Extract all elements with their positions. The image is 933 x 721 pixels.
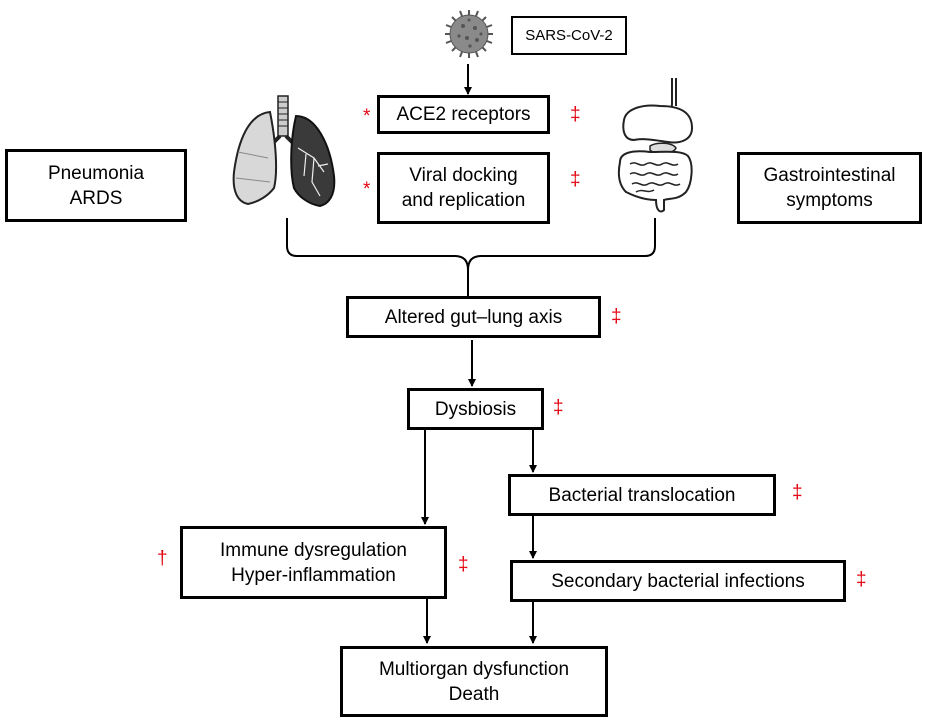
node-altered-gut-lung-axis: Altered gut–lung axis	[346, 296, 601, 338]
ace2-left-mark: *	[363, 106, 371, 127]
lungs-icon	[232, 95, 336, 208]
digestive-system-icon	[617, 78, 694, 213]
gutlung-right-mark: ‡	[611, 306, 622, 327]
node-text-line-2: and replication	[401, 190, 526, 211]
node-text-line-1: Multiorgan dysfunction	[378, 658, 570, 680]
node-text-line-2: symptoms	[786, 190, 873, 211]
node-secondary-bacterial-infections: Secondary bacterial infections	[510, 560, 846, 602]
docking-right-mark: ‡	[570, 169, 581, 190]
node-text: Bacterial translocation	[548, 484, 736, 506]
node-text: Secondary bacterial infections	[551, 570, 805, 592]
node-viral-docking: Viral docking and replication	[377, 152, 550, 224]
node-text: ACE2 receptors	[396, 104, 531, 125]
virus-label-box: SARS-CoV-2	[511, 16, 627, 55]
node-bacterial-translocation: Bacterial translocation	[508, 474, 776, 516]
node-text-line-2: ARDS	[69, 187, 123, 209]
docking-left-mark: *	[363, 179, 371, 200]
node-text: Dysbiosis	[434, 398, 517, 420]
immune-left-mark: †	[157, 548, 168, 569]
node-dysbiosis: Dysbiosis	[407, 388, 544, 430]
node-text-line-1: Viral docking	[409, 165, 518, 186]
node-text: Altered gut–lung axis	[384, 306, 563, 328]
node-ace2-receptors: ACE2 receptors	[377, 95, 550, 134]
brace-lungs-gut	[286, 218, 656, 271]
node-text-line-1: Pneumonia	[47, 162, 145, 184]
dysbiosis-right-mark: ‡	[553, 397, 564, 418]
node-text-line-2: Death	[448, 683, 500, 705]
secondary-right-mark: ‡	[856, 569, 867, 590]
immune-right-mark: ‡	[458, 554, 469, 575]
node-text-line-1: Immune dysregulation	[220, 539, 407, 561]
node-pneumonia-ards: Pneumonia ARDS	[5, 149, 187, 222]
node-multiorgan-dysfunction-death: Multiorgan dysfunction Death	[340, 646, 608, 717]
translocation-right-mark: ‡	[792, 482, 803, 503]
coronavirus-icon	[445, 10, 493, 58]
node-gastrointestinal-symptoms: Gastrointestinal symptoms	[737, 152, 922, 224]
ace2-right-mark: ‡	[570, 104, 581, 125]
node-text-line-1: Gastrointestinal	[763, 165, 896, 186]
virus-label: SARS-CoV-2	[525, 27, 613, 44]
node-text-line-2: Hyper-inflammation	[231, 564, 396, 586]
node-immune-dysregulation: Immune dysregulation Hyper-inflammation	[180, 526, 447, 599]
